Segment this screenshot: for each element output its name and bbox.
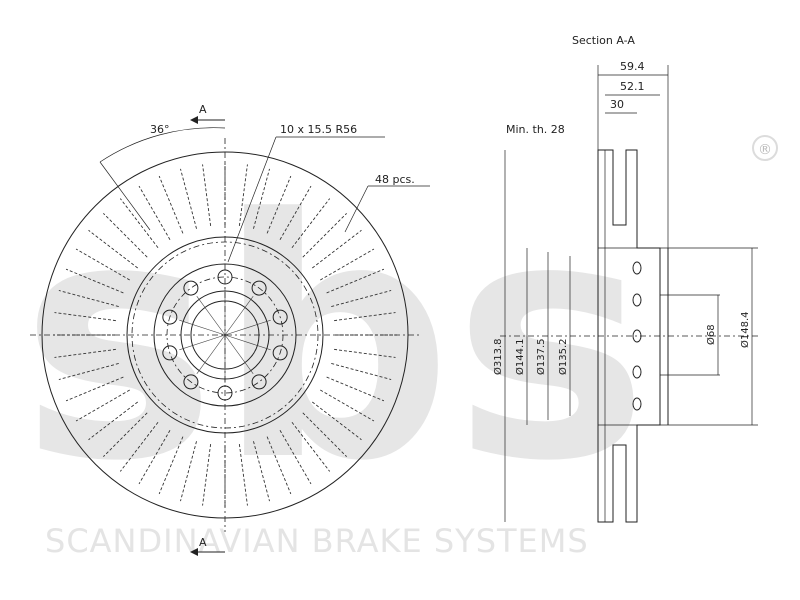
dim-right-1: Ø68: [705, 324, 717, 345]
section-arrowhead-bottom: [190, 548, 198, 556]
vane-line: [238, 444, 248, 506]
hub-centerline: [179, 334, 226, 351]
vane-line: [180, 168, 197, 229]
vane-line: [202, 444, 212, 506]
vane-line: [180, 441, 197, 502]
bolt-callout-leader: [227, 136, 277, 263]
vane-line: [266, 436, 292, 495]
dim-right-2: Ø148.4: [739, 312, 751, 349]
vane-line: [253, 441, 270, 502]
bolt-hole: [272, 309, 288, 325]
vane-line: [320, 248, 375, 281]
vane-line: [334, 348, 396, 358]
section-hole: [632, 397, 642, 411]
vanes-callout-leader: [344, 185, 369, 233]
vane-line: [253, 168, 270, 229]
bolt-hole: [162, 345, 178, 361]
section-hole: [632, 293, 642, 307]
hub-centerline: [224, 319, 271, 336]
vane-line: [320, 389, 375, 422]
hub-centerline: [179, 319, 226, 336]
section-arrowhead-top: [190, 116, 198, 124]
vane-line: [75, 248, 130, 281]
vane-line: [103, 213, 148, 258]
section-marker-top: A: [199, 103, 207, 116]
section-hole: [632, 261, 642, 275]
section-marker-bottom: A: [199, 536, 207, 549]
vane-line: [103, 412, 148, 457]
vane-line: [326, 376, 385, 402]
angle-leg-line: [99, 161, 151, 231]
vane-line: [279, 185, 312, 240]
bolt-hole: [183, 374, 199, 390]
vane-line: [88, 401, 139, 441]
vane-line: [119, 421, 159, 472]
disc-front-view: 36° A A 10 x 15.5 R56 48 pcs.: [30, 103, 430, 556]
sbs-watermark-logo: sbs ®: [20, 135, 778, 533]
vane-line: [138, 430, 171, 485]
dim-top-1: 59.4: [620, 60, 645, 73]
hub-centerline: [224, 295, 254, 336]
vane-line: [58, 290, 119, 307]
watermark-logo-text: sbs: [20, 149, 649, 533]
cooling-vanes: [53, 163, 397, 507]
vane-line: [138, 185, 171, 240]
hub-centerline: [224, 334, 271, 351]
vane-line: [158, 175, 184, 234]
dim-top-3: 30: [610, 98, 624, 111]
vane-line: [291, 421, 331, 472]
hub-centerline: [196, 295, 226, 336]
vane-line: [88, 229, 139, 269]
registered-circle-icon: [752, 135, 778, 161]
vane-line: [302, 412, 347, 457]
vane-line: [331, 363, 392, 380]
vane-line: [291, 198, 331, 249]
dim-left-3: Ø137.5: [535, 339, 547, 376]
section-title: Section A-A: [572, 34, 635, 47]
vane-line: [334, 312, 396, 322]
vane-line: [75, 389, 130, 422]
vane-line: [311, 229, 362, 269]
dim-left-1: Ø313.8: [492, 339, 504, 376]
angle-arc: [99, 127, 226, 163]
vane-line: [202, 164, 212, 226]
vane-line: [279, 430, 312, 485]
angle-label: 36°: [150, 123, 170, 136]
hub-centerline: [224, 334, 254, 375]
vane-line: [326, 268, 385, 294]
vane-line: [158, 436, 184, 495]
dim-left-2: Ø144.1: [514, 339, 526, 376]
bolt-hole: [251, 280, 267, 296]
section-hole: [632, 365, 642, 379]
vane-line: [54, 312, 116, 322]
dim-left-4: Ø135.2: [557, 339, 569, 376]
vane-line: [58, 363, 119, 380]
vane-line: [54, 348, 116, 358]
bolt-holes: [162, 269, 288, 401]
vane-line: [65, 268, 124, 294]
vane-line: [119, 198, 159, 249]
vane-line: [266, 175, 292, 234]
vane-line: [302, 213, 347, 258]
bolt-hole: [251, 374, 267, 390]
min-thickness-label: Min. th. 28: [506, 123, 565, 136]
vane-line: [238, 164, 248, 226]
watermark-company-name: SCANDINAVIAN BRAKE SYSTEMS: [45, 522, 589, 560]
hub-centerline: [196, 334, 226, 375]
vane-line: [311, 401, 362, 441]
bolt-pattern-label: 10 x 15.5 R56: [280, 123, 357, 136]
bolt-hole: [272, 345, 288, 361]
vane-line: [65, 376, 124, 402]
bolt-hole: [162, 309, 178, 325]
dim-top-2: 52.1: [620, 80, 645, 93]
registered-mark: ®: [758, 142, 772, 158]
bolt-hole: [183, 280, 199, 296]
vanes-label: 48 pcs.: [375, 173, 415, 186]
disc-section-view: Section A-A Min. th. 28 59.4 52.1 30 Ø31…: [492, 34, 760, 523]
vane-line: [331, 290, 392, 307]
